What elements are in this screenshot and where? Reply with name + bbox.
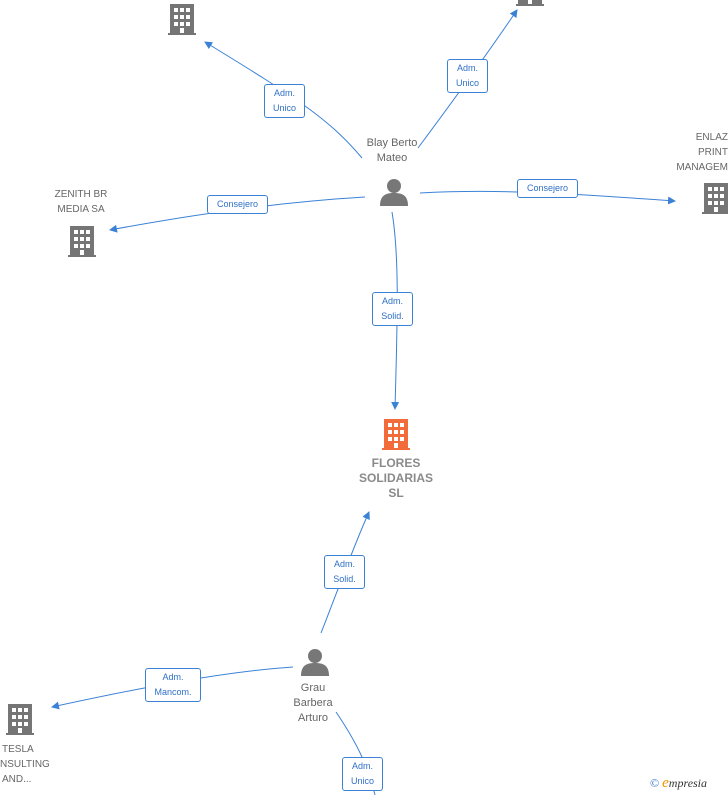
- edge-blay-to-top-left[interactable]: [204, 41, 363, 159]
- label-line: AND...: [2, 774, 32, 785]
- building-icon[interactable]: [68, 226, 96, 257]
- building-icon[interactable]: [168, 4, 196, 35]
- edge-label-line: Adm.: [381, 296, 403, 306]
- building-icon[interactable]: [6, 704, 34, 735]
- brand-initial: e: [662, 775, 669, 791]
- edge-label[interactable]: Adm. Unico: [447, 59, 488, 93]
- label-line: SL: [388, 486, 404, 500]
- label-line: Blay Berto: [366, 137, 418, 149]
- edge-label-line: Solid.: [381, 311, 404, 321]
- building-icon[interactable]: [516, 0, 544, 6]
- edge-label-line: Unico: [455, 78, 479, 88]
- copyright-icon: ©: [650, 776, 660, 790]
- node-label-flores[interactable]: FLORES SOLIDARIAS SL: [352, 456, 440, 501]
- edge-label[interactable]: Adm. Mancom.: [145, 668, 201, 702]
- label-line: SOLIDARIAS: [358, 471, 433, 485]
- label-line: Mateo: [376, 152, 408, 164]
- label-line: ZENITH BR: [54, 189, 108, 200]
- edge-label[interactable]: Adm. Solid.: [324, 555, 365, 589]
- person-icon[interactable]: [380, 179, 408, 206]
- brand-name: mpresia: [668, 776, 708, 790]
- edge-label-line: Adm.: [162, 672, 184, 682]
- node-label-zenith[interactable]: ZENITH BR MEDIA SA: [46, 187, 116, 217]
- label-line: ENLAZ: [695, 132, 728, 143]
- person-icon[interactable]: [301, 649, 329, 676]
- building-icon[interactable]: [702, 183, 728, 214]
- edge-label-line: Adm.: [273, 88, 295, 98]
- brand-logo: © empresia: [650, 775, 707, 792]
- edge-label[interactable]: Consejero: [207, 195, 268, 214]
- label-line: PRINT: [698, 147, 728, 158]
- edge-label[interactable]: Consejero: [517, 179, 578, 198]
- edge-label-line: Consejero: [526, 183, 569, 193]
- node-label-enlaz[interactable]: ENLAZ PRINT MANAGEM: [668, 130, 728, 175]
- edge-label[interactable]: Adm. Unico: [264, 84, 305, 118]
- node-label-grau[interactable]: Grau Barbera Arturo: [283, 681, 343, 726]
- label-line: Arturo: [298, 712, 328, 724]
- edge-label[interactable]: Adm. Unico: [342, 757, 383, 791]
- edge-label[interactable]: Adm. Solid.: [372, 292, 413, 326]
- edge-label-line: Adm.: [456, 63, 478, 73]
- edge-label-line: Unico: [272, 103, 296, 113]
- label-line: NSULTING: [0, 759, 50, 770]
- edge-label-line: Adm.: [333, 559, 355, 569]
- edge-label-line: Adm.: [351, 761, 373, 771]
- label-line: TESLA: [2, 744, 34, 755]
- node-label-blay[interactable]: Blay Berto Mateo: [357, 136, 427, 166]
- node-label-tesla[interactable]: TESLA NSULTING AND...: [0, 742, 56, 787]
- edge-label-line: Consejero: [216, 199, 259, 209]
- label-line: MANAGEM: [676, 162, 728, 173]
- edge-label-line: Unico: [350, 776, 374, 786]
- label-line: Barbera: [293, 697, 333, 709]
- edge-label-line: Mancom.: [154, 687, 192, 697]
- label-line: FLORES: [371, 456, 421, 470]
- edge-label-line: Solid.: [333, 574, 356, 584]
- label-line: MEDIA SA: [57, 204, 105, 215]
- building-icon[interactable]: [382, 419, 410, 450]
- label-line: Grau: [300, 682, 326, 694]
